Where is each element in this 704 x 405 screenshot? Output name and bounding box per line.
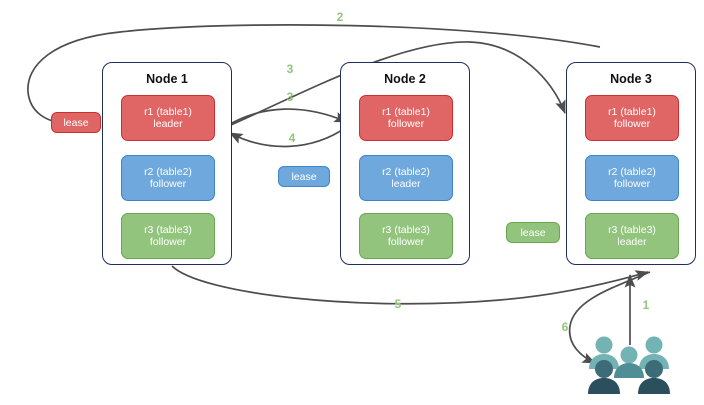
replica-role: follower — [149, 236, 187, 248]
node-3-replica-r3[interactable]: r3 (table3) leader — [585, 213, 679, 259]
lease-label: lease — [63, 116, 89, 129]
replica-name: r3 (table3) — [382, 223, 430, 236]
replica-role: follower — [613, 178, 651, 190]
replica-name: r1 (table1) — [608, 105, 656, 118]
step-label-6: 6 — [561, 320, 569, 334]
lease-badge-blue[interactable]: lease — [278, 166, 330, 187]
step-label-5: 5 — [394, 297, 402, 311]
node-1-replica-r3[interactable]: r3 (table3) follower — [121, 213, 215, 259]
node-2-replica-r2[interactable]: r2 (table2) leader — [359, 155, 453, 201]
node-2-replica-r1[interactable]: r1 (table1) follower — [359, 95, 453, 141]
step-label-1: 1 — [642, 298, 650, 312]
replica-role: follower — [613, 118, 651, 130]
node-3-replica-r2[interactable]: r2 (table2) follower — [585, 155, 679, 201]
lease-badge-green[interactable]: lease — [506, 222, 560, 243]
node-1-replica-r1[interactable]: r1 (table1) leader — [121, 95, 215, 141]
node-3-title: Node 3 — [610, 72, 652, 86]
replica-role: leader — [153, 118, 183, 130]
node-2-container[interactable]: Node 2 r1 (table1) follower r2 (table2) … — [340, 62, 470, 265]
replica-name: r1 (table1) — [382, 105, 430, 118]
replica-role: leader — [391, 178, 421, 190]
lease-label: lease — [520, 226, 546, 239]
replica-name: r2 (table2) — [144, 165, 192, 178]
arrow-3-short — [224, 108, 348, 128]
node-3-replica-r1[interactable]: r1 (table1) follower — [585, 95, 679, 141]
node-3-container[interactable]: Node 3 r1 (table1) follower r2 (table2) … — [566, 62, 696, 265]
lease-label: lease — [291, 170, 317, 183]
step-label-2: 2 — [336, 10, 344, 24]
replica-name: r3 (table3) — [608, 223, 656, 236]
step-label-3b: 3 — [286, 90, 294, 104]
replica-role: follower — [149, 178, 187, 190]
node-2-replica-r3[interactable]: r3 (table3) follower — [359, 213, 453, 259]
replica-role: follower — [387, 236, 425, 248]
node-2-title: Node 2 — [384, 72, 426, 86]
replica-name: r1 (table1) — [144, 105, 192, 118]
step-label-3a: 3 — [286, 62, 294, 76]
users-group-icon — [588, 336, 670, 394]
node-1-replica-r2[interactable]: r2 (table2) follower — [121, 155, 215, 201]
replica-name: r2 (table2) — [382, 165, 430, 178]
node-1-title: Node 1 — [146, 72, 188, 86]
arrow-5 — [171, 265, 649, 305]
step-label-4: 4 — [288, 131, 296, 145]
node-1-container[interactable]: Node 1 r1 (table1) leader r2 (table2) fo… — [102, 62, 232, 265]
replica-name: r2 (table2) — [608, 165, 656, 178]
lease-badge-red[interactable]: lease — [51, 112, 101, 133]
replica-name: r3 (table3) — [144, 223, 192, 236]
replica-role: follower — [387, 118, 425, 130]
replica-role: leader — [617, 236, 647, 248]
